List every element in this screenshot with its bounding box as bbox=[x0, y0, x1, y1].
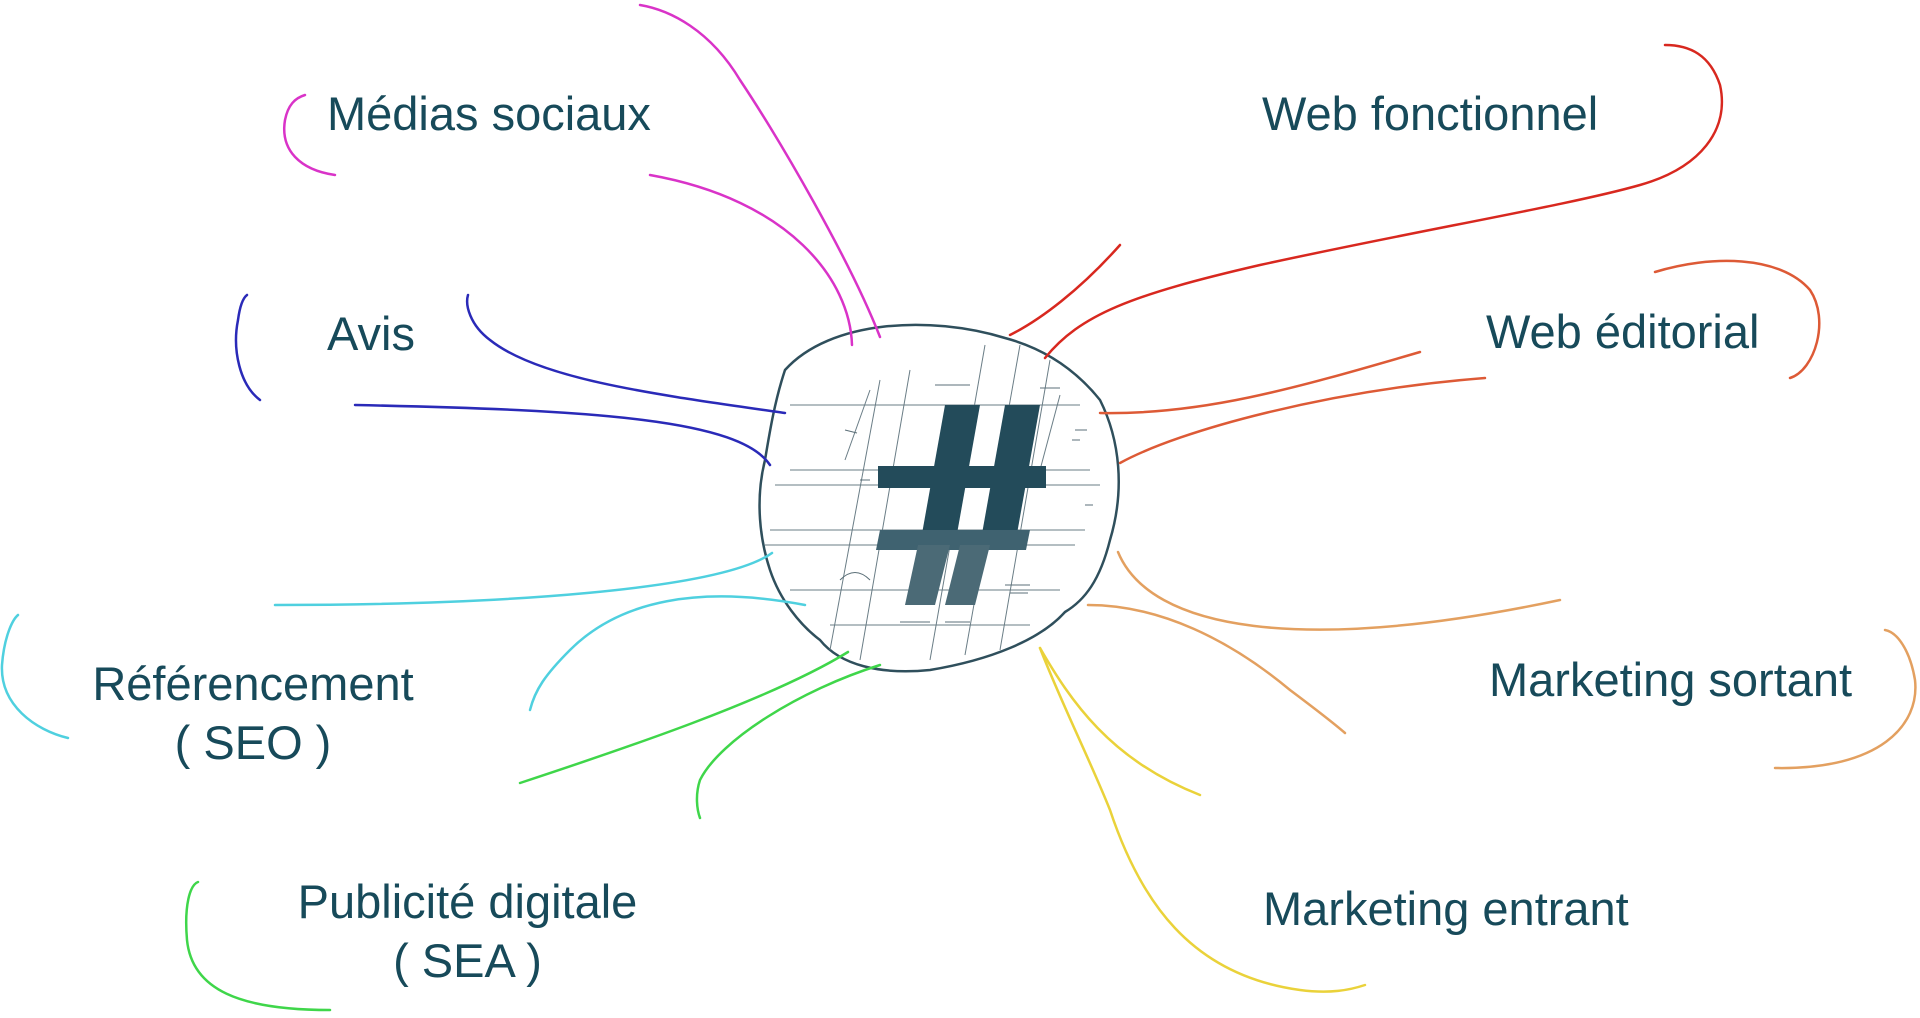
node-sublabel: ( SEA ) bbox=[393, 933, 542, 987]
node-referencement: Référencement ( SEO ) bbox=[88, 655, 418, 773]
node-label: Référencement bbox=[92, 657, 414, 710]
node-marketing-sortant: Marketing sortant bbox=[1489, 651, 1852, 710]
node-marketing-entrant: Marketing entrant bbox=[1263, 880, 1629, 939]
node-label: Web fonctionnel bbox=[1262, 87, 1599, 140]
node-label: Médias sociaux bbox=[327, 87, 651, 140]
branch-referencement bbox=[0, 551, 807, 740]
node-label: Publicité digitale bbox=[297, 875, 638, 928]
node-label: Marketing entrant bbox=[1263, 882, 1629, 935]
branch-web-fonctionnel bbox=[1008, 43, 1724, 360]
branch-marketing-entrant bbox=[1038, 646, 1367, 993]
branch-medias-sociaux bbox=[282, 3, 882, 347]
node-publicite: Publicité digitale ( SEA ) bbox=[280, 873, 655, 991]
branch-avis bbox=[234, 293, 787, 467]
node-label: Marketing sortant bbox=[1489, 653, 1853, 706]
branch-publicite bbox=[185, 650, 882, 1012]
node-web-fonctionnel: Web fonctionnel bbox=[1262, 85, 1598, 144]
node-avis: Avis bbox=[327, 305, 415, 364]
node-medias-sociaux: Médias sociaux bbox=[327, 85, 651, 144]
construction-annotations bbox=[839, 384, 1093, 623]
node-sublabel: ( SEO ) bbox=[174, 715, 332, 769]
branch-marketing-sortant bbox=[1086, 550, 1917, 770]
node-label: Web éditorial bbox=[1486, 305, 1760, 358]
hashtag-symbol bbox=[876, 405, 1046, 605]
node-web-editorial: Web éditorial bbox=[1486, 303, 1759, 362]
branch-web-editorial bbox=[1098, 259, 1821, 465]
node-label: Avis bbox=[327, 307, 415, 360]
